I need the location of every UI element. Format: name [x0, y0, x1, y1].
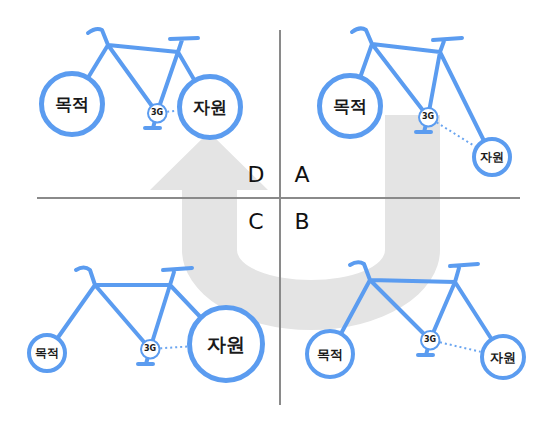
chain-link — [437, 122, 475, 146]
node-label: 자원 — [480, 151, 504, 163]
purpose-wheel: 목적 — [39, 71, 105, 137]
crank-hub: 3G — [147, 103, 168, 124]
purpose-wheel: 목적 — [27, 333, 67, 373]
node-label: 3G — [422, 113, 434, 121]
resource-wheel: 자원 — [480, 334, 526, 380]
circle-shape — [482, 336, 524, 378]
circle-shape — [42, 74, 103, 135]
circle-shape — [180, 77, 241, 138]
chain-link — [160, 347, 187, 349]
chain-link — [167, 111, 177, 112]
quadrant-letter: D — [248, 164, 265, 186]
resource-wheel: 자원 — [187, 305, 265, 383]
circle-shape — [141, 340, 160, 359]
crank-hub: 3G — [420, 330, 441, 351]
resource-wheel: 자원 — [177, 74, 243, 140]
circle-shape — [190, 308, 263, 381]
purpose-wheel: 목적 — [317, 73, 383, 139]
bicycle-frame — [330, 262, 503, 357]
node-label: 목적 — [35, 347, 59, 359]
circle-shape — [29, 335, 65, 371]
resource-wheel: 자원 — [472, 137, 512, 177]
circle-shape — [419, 108, 438, 127]
node-label: 목적 — [55, 96, 89, 113]
node-label: 3G — [151, 109, 163, 117]
circle-shape — [320, 76, 381, 137]
node-label: 목적 — [317, 348, 343, 361]
node-label: 자원 — [490, 351, 516, 364]
u-turn-arrow — [150, 115, 440, 330]
circle-shape — [307, 331, 353, 377]
node-label: 3G — [144, 345, 156, 353]
crank-hub: 3G — [140, 339, 161, 360]
quadrant-letter: C — [248, 211, 263, 233]
node-label: 3G — [424, 336, 436, 344]
quadrant-divider — [279, 30, 281, 405]
node-label: 자원 — [193, 99, 227, 116]
quadrant-letter: B — [294, 211, 309, 233]
circle-shape — [421, 331, 440, 350]
crank-hub: 3G — [418, 107, 439, 128]
circle-shape — [148, 104, 167, 123]
circle-shape — [474, 139, 510, 175]
node-label: 목적 — [333, 98, 367, 115]
node-label: 자원 — [207, 335, 245, 354]
quadrant-divider — [37, 197, 520, 199]
chain-link — [440, 342, 481, 351]
purpose-wheel: 목적 — [305, 329, 355, 379]
quadrant-letter: A — [294, 164, 309, 186]
